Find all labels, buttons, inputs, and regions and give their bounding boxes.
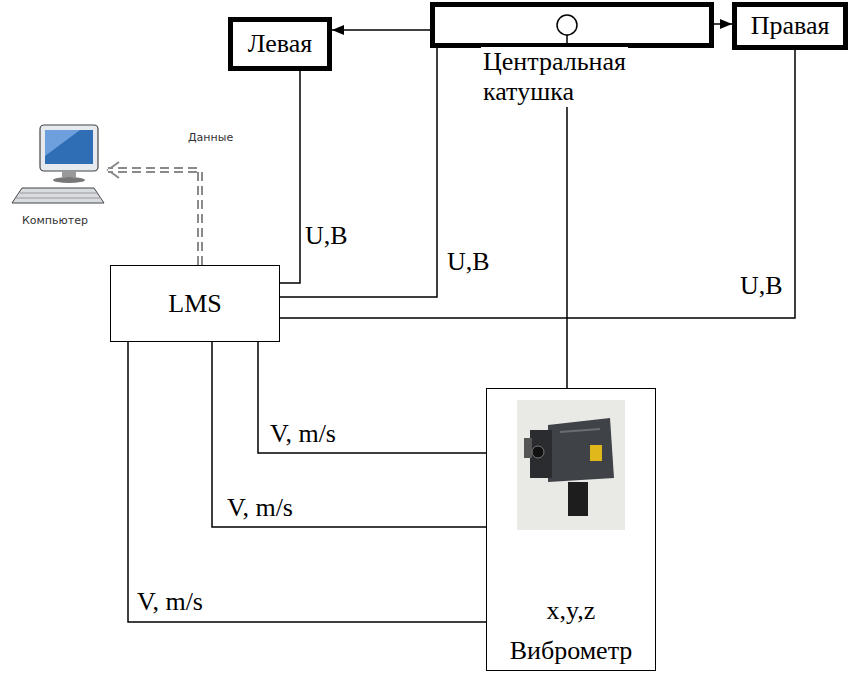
connector	[212, 342, 486, 527]
connector	[128, 342, 486, 622]
node-label: Левая	[248, 29, 312, 59]
connector-line	[128, 342, 486, 622]
coil-box: Правая	[732, 2, 848, 50]
connector-line	[332, 29, 430, 31]
text-stack: x,y,zВиброметр	[487, 596, 655, 666]
signal-label: V, m/s	[268, 420, 338, 449]
icon-caption: Компьютер	[2, 215, 108, 228]
data-link	[108, 170, 200, 265]
signal-label: V, m/s	[135, 588, 205, 617]
connector-line	[108, 170, 200, 265]
node-label: Центральная катушка	[481, 47, 628, 107]
coil-box: Левая	[228, 17, 332, 71]
connector-line	[258, 342, 486, 453]
connector	[332, 30, 430, 31]
coil-sensor-symbol	[557, 15, 577, 44]
node-label: Правая	[751, 11, 830, 41]
node-label: x,y,z	[547, 596, 596, 626]
node-label: LMS	[168, 289, 221, 319]
connector-line	[108, 170, 200, 265]
connector	[280, 48, 437, 297]
signal-label: U,B	[445, 248, 492, 277]
connector	[280, 71, 300, 283]
data-label: Данные	[186, 132, 235, 144]
coil-box: Центральная катушка	[430, 2, 714, 48]
connector-line	[714, 23, 732, 25]
computer-node: Компьютер	[2, 118, 108, 228]
connector	[258, 342, 486, 453]
signal-label: V, m/s	[225, 494, 295, 523]
connector	[714, 24, 732, 25]
connector-line	[212, 342, 486, 527]
vibrometer-box: x,y,zВиброметр	[486, 388, 656, 671]
connector-line	[280, 48, 437, 297]
lms-box: LMS	[110, 265, 280, 342]
signal-label: U,B	[303, 222, 350, 251]
computer-icon	[12, 125, 104, 203]
signal-label: U,B	[738, 272, 785, 301]
vibrometer-photo	[517, 400, 625, 530]
connector-line	[280, 71, 300, 283]
node-label: Виброметр	[510, 636, 633, 666]
